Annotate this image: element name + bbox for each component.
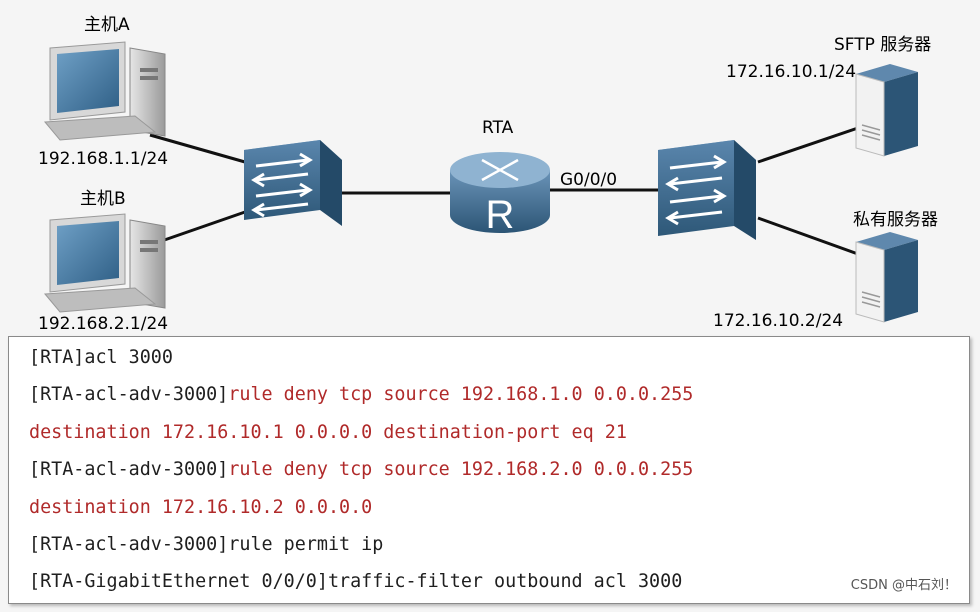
router-glyph: R	[486, 193, 515, 237]
sftp-server-ip: 172.16.10.1/24	[726, 62, 857, 82]
network-links	[149, 126, 859, 256]
link-host-b-switch	[149, 210, 246, 247]
sftp-server-icon	[855, 64, 918, 157]
link-switch-sftp	[757, 126, 859, 164]
private-server-icon	[855, 232, 918, 323]
cli-line: [RTA-acl-adv-3000]rule permit ip	[29, 534, 384, 555]
host-a-name: 主机A	[84, 15, 130, 35]
cli-line: [RTA-acl-adv-3000]rule deny tcp source 1…	[29, 384, 694, 405]
host-a-ip: 192.168.1.1/24	[38, 149, 169, 169]
cli-line: [RTA]acl 3000	[29, 347, 173, 368]
cli-config-panel: [RTA]acl 3000 [RTA-acl-adv-3000]rule den…	[8, 336, 970, 604]
private-server-name: 私有服务器	[853, 210, 938, 230]
right-switch-icon	[658, 140, 756, 240]
watermark: CSDN @中石刘！	[850, 578, 957, 593]
host-a-computer-icon	[43, 41, 166, 141]
link-host-a-switch	[149, 133, 246, 164]
cli-line: destination 172.16.10.1 0.0.0.0 destinat…	[29, 422, 627, 443]
sftp-server-name: SFTP 服务器	[834, 35, 932, 55]
router-interface-label: G0/0/0	[560, 170, 618, 190]
host-b-ip: 192.168.2.1/24	[38, 314, 169, 334]
host-b-name: 主机B	[80, 189, 126, 209]
router-name: RTA	[482, 118, 514, 138]
network-topology-diagram: R	[43, 41, 918, 323]
cli-line: destination 172.16.10.2 0.0.0.0	[29, 497, 373, 518]
left-switch-icon	[244, 140, 342, 226]
host-b-computer-icon	[43, 213, 166, 313]
cli-line: [RTA-GigabitEthernet 0/0/0]traffic-filte…	[29, 571, 683, 592]
link-switch-private	[757, 216, 859, 256]
private-server-ip: 172.16.10.2/24	[713, 311, 844, 331]
cli-line: [RTA-acl-adv-3000]rule deny tcp source 1…	[29, 459, 694, 480]
router-icon: R	[450, 152, 550, 237]
